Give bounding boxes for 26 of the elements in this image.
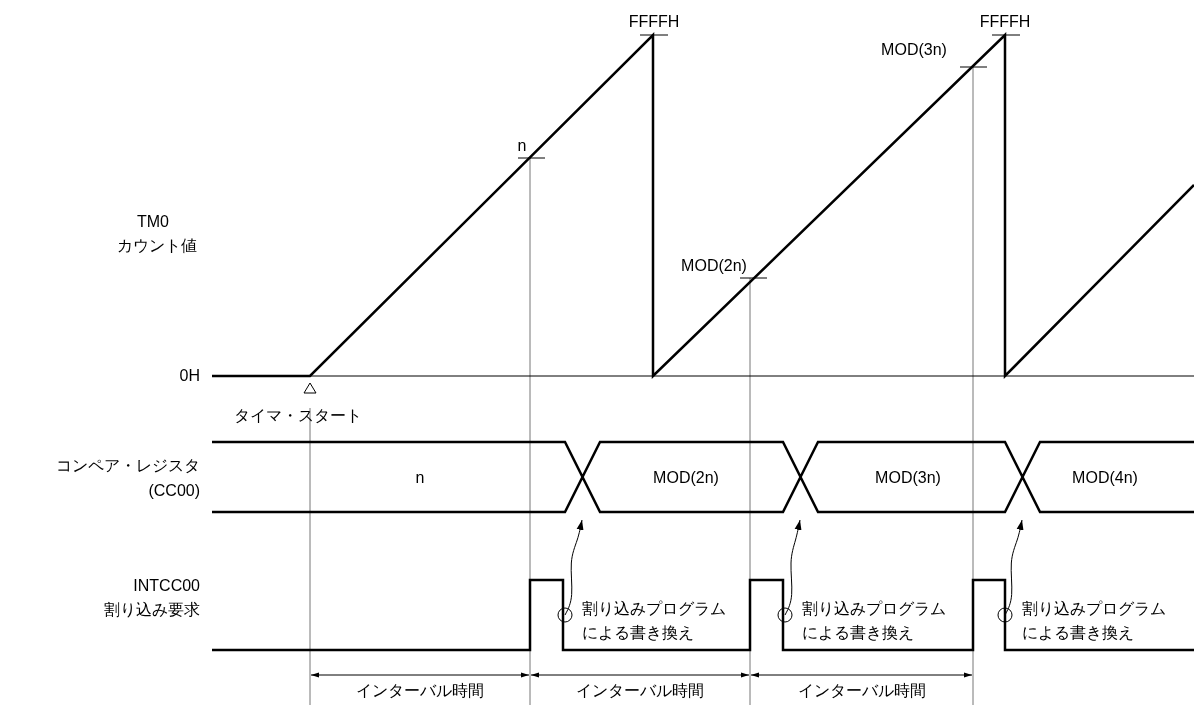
label: (CC00) — [148, 481, 200, 501]
label: FFFFH — [979, 12, 1031, 32]
label: カウント値 — [117, 236, 197, 256]
label: MOD(3n) — [881, 40, 947, 60]
leader-line — [557, 519, 584, 623]
label: MOD(2n) — [681, 256, 747, 276]
label: タイマ・スタート — [234, 406, 362, 426]
label: FFFFH — [628, 12, 680, 32]
annotation-text: 割り込みプログラムによる書き換え — [565, 597, 728, 645]
label: 0H — [179, 366, 200, 386]
label: MOD(3n) — [875, 468, 941, 488]
label: インターバル時間 — [798, 681, 926, 701]
annotation-text: 割り込みプログラムによる書き換え — [785, 597, 948, 645]
label: MOD(4n) — [1072, 468, 1138, 488]
label: インターバル時間 — [576, 681, 704, 701]
label: コンペア・レジスタ — [56, 456, 200, 476]
label: n — [415, 468, 425, 488]
label: 割り込み要求 — [104, 600, 200, 620]
leader-line — [777, 519, 802, 623]
label: INTCC00 — [133, 576, 200, 596]
label: TM0 — [137, 212, 169, 232]
label: n — [517, 136, 527, 156]
label: インターバル時間 — [356, 681, 484, 701]
label: MOD(2n) — [653, 468, 719, 488]
leader-line — [997, 519, 1024, 623]
annotation-text: 割り込みプログラムによる書き換え — [1005, 597, 1168, 645]
